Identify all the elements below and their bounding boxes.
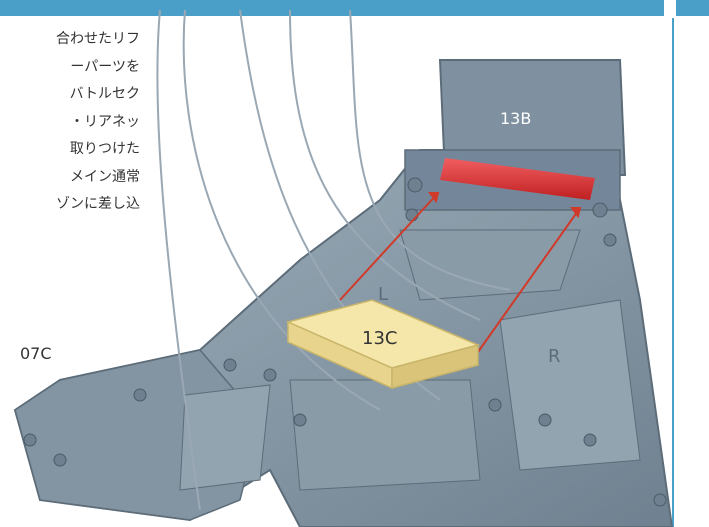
instruction-line: ーパーツを	[70, 58, 140, 75]
lower-left-panel	[179, 384, 271, 491]
instruction-line: メイン通常	[70, 168, 140, 185]
insert-arrows	[339, 192, 582, 353]
instruction-line: ゾンに差し込	[56, 196, 140, 212]
lower-center-panel	[289, 379, 481, 491]
label-07c: 07C	[20, 344, 52, 363]
instruction-line: ・リアネッ	[70, 113, 140, 130]
marking-r: R	[548, 346, 561, 367]
part-13c	[285, 299, 481, 390]
instruction-line: 取りつけた	[69, 141, 140, 157]
instruction-line: バトルセク	[69, 86, 140, 102]
top-accent-bar	[0, 0, 664, 16]
top-bar-gap	[664, 0, 676, 16]
instruction-line: 合わせたリフ	[56, 31, 140, 47]
center-rib	[399, 229, 581, 301]
top-tab-13b	[438, 59, 627, 176]
highlight-slot	[440, 158, 595, 200]
instruction-text: 合わせたリフ ーパーツを バトルセク ・リアネッ 取りつけた メイン通常 ゾンに…	[0, 26, 140, 219]
label-13c: 13C	[362, 328, 397, 349]
right-panel	[499, 299, 641, 471]
label-13b: 13B	[500, 109, 531, 128]
top-accent-bar-right	[676, 0, 709, 16]
marking-l: L	[378, 284, 388, 305]
right-frame-line	[672, 18, 674, 527]
